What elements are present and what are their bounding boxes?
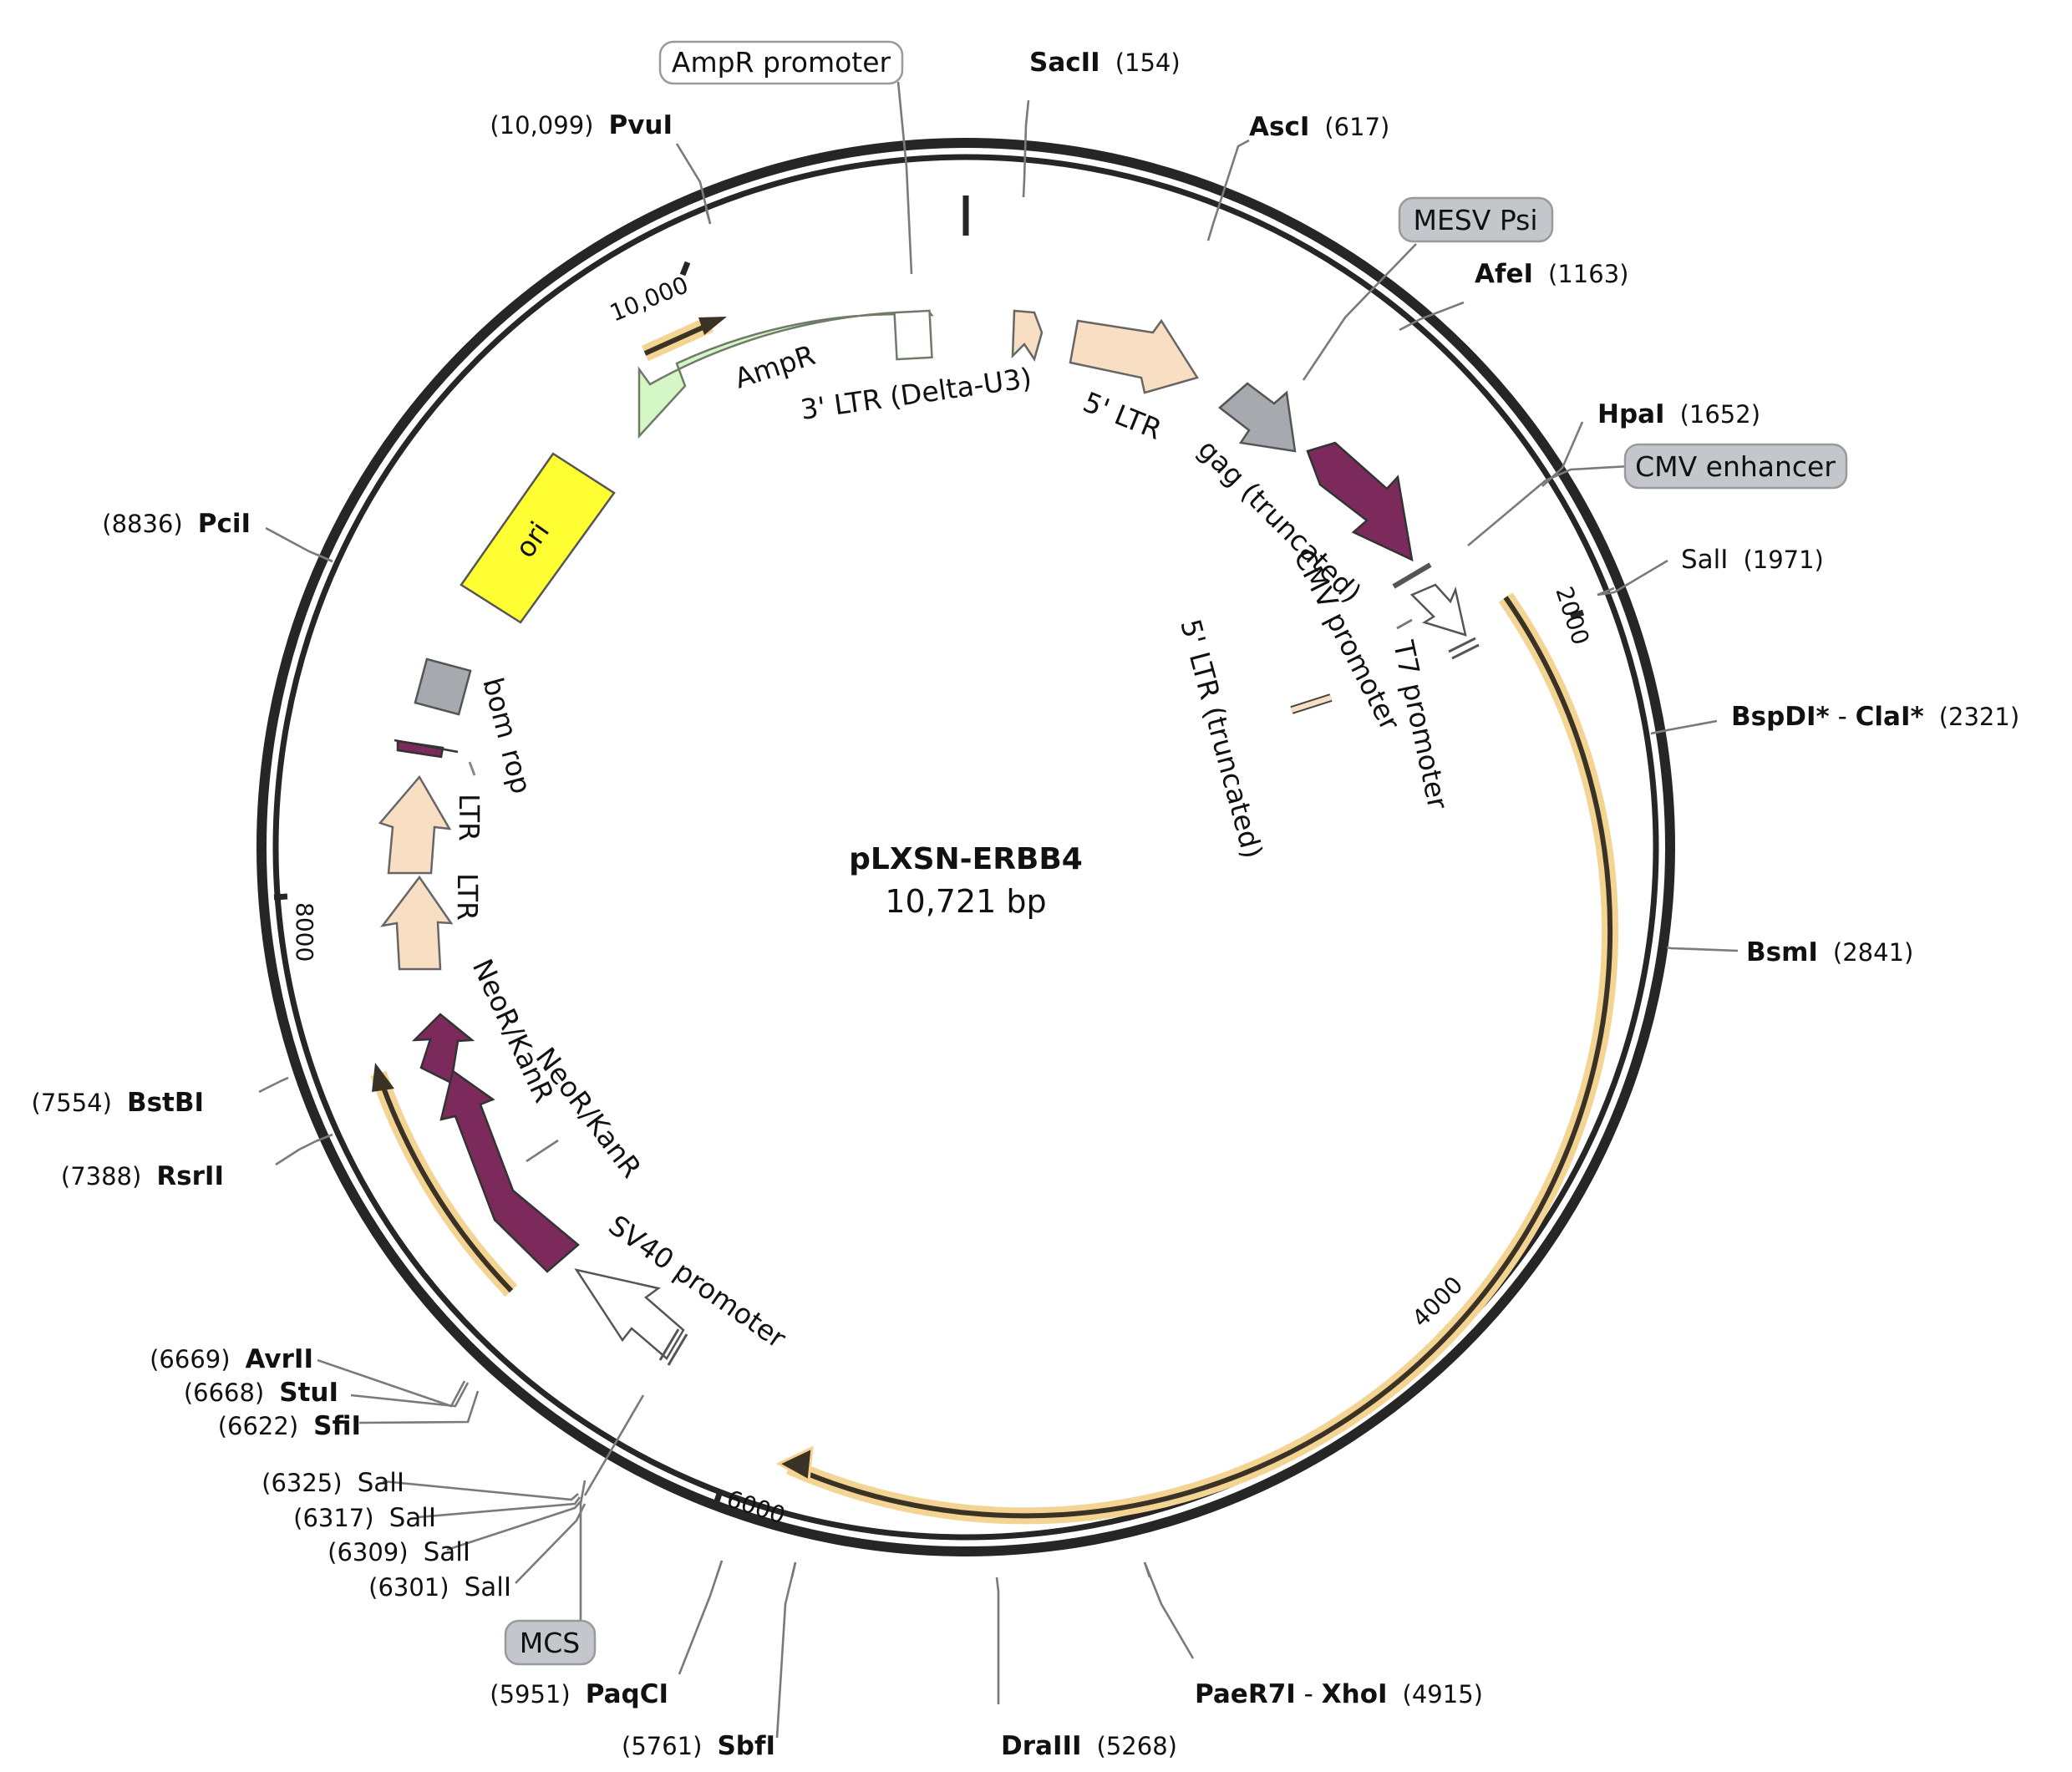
neor-a-label: NeoR/KanR: [466, 954, 561, 1108]
cmv-enhancer-mark: [1392, 562, 1432, 589]
bom-label: bom: [476, 674, 524, 742]
site-sali-6309: (6309)SalI: [328, 1537, 470, 1567]
site-afei: AfeI(1163): [1475, 259, 1628, 289]
sv40-mark: [658, 1328, 688, 1366]
site-pvui: (10,099)PvuI: [490, 110, 673, 140]
cmv-mark-b: [1396, 618, 1413, 630]
ltr-arrow-b: [380, 875, 454, 971]
mcs-box: MCS: [504, 1619, 597, 1666]
site-bstbi: (7554)BstBI: [32, 1088, 205, 1118]
neor-leader: [526, 1139, 559, 1163]
backbone-inner-ring: [272, 154, 1659, 1541]
ori-block: ori: [460, 452, 616, 624]
leader-lines: [258, 81, 1739, 1739]
site-bspdi-clai: BspDI* - ClaI*(2321): [1731, 702, 2019, 732]
rop-arrow: [394, 739, 476, 776]
orf-small-arrow-top: [641, 316, 727, 362]
ltr5-trunc-fill: [1291, 695, 1332, 713]
site-bsmi: BsmI(2841): [1746, 937, 1913, 967]
site-sfii: (6622)SfiI: [218, 1411, 361, 1441]
purple-arrow-top: [1306, 441, 1414, 562]
site-rsrii: (7388)RsrII: [61, 1161, 224, 1191]
tick-6000: [713, 1490, 724, 1505]
ampr-label: AmpR: [730, 338, 819, 395]
small-ltr-arrow: [1011, 309, 1044, 362]
ltr5-label: 5' LTR: [1079, 385, 1166, 446]
mcs-label: MCS: [520, 1627, 580, 1659]
ltr5-arrow: [1069, 318, 1199, 394]
site-markers: [315, 179, 1668, 1578]
site-paer7i-xhoi: PaeR7I - XhoI(4915): [1195, 1679, 1483, 1709]
plasmid-name: pLXSN-ERBB4: [849, 842, 1083, 876]
site-avrii: (6669)AvrII: [150, 1344, 313, 1374]
tick-8000: [273, 893, 288, 901]
site-sali-6317: (6317)SalI: [293, 1503, 436, 1533]
neor-b-label: NeoR/KanR: [530, 1041, 648, 1184]
sv40-promoter-arrow: [574, 1268, 685, 1360]
site-sacii: SacII(154): [1029, 48, 1181, 78]
site-pcii: (8836)PciI: [102, 509, 251, 539]
mesv-psi-box: MESV Psi: [1398, 196, 1554, 243]
tick-2000: [1569, 609, 1585, 620]
cmv-enhancer-label: CMV enhancer: [1635, 450, 1836, 483]
site-hpai: HpaI(1652): [1597, 399, 1760, 429]
ltr3-label: 3' LTR (Delta-U3): [799, 361, 1034, 425]
cmv-enhancer-box: CMV enhancer: [1623, 443, 1848, 490]
plasmid-length: 10,721 bp: [885, 883, 1046, 920]
tick-10000: [679, 261, 691, 277]
mesv-psi-label: MESV Psi: [1413, 204, 1537, 236]
ltr5-trunc-label: 5' LTR (truncated): [1174, 616, 1269, 862]
erbb4-orf-arrow: [775, 592, 1619, 1525]
site-sbfi: (5761)SbfI: [622, 1731, 775, 1761]
site-sali-6325: (6325)SalI: [262, 1468, 404, 1498]
ltr-arrow-a: [378, 774, 452, 875]
backbone-outer-ring: [256, 138, 1675, 1556]
tick-label-2000: 2000: [1550, 583, 1594, 648]
bom-block: [414, 658, 472, 716]
site-sali-6301: (6301)SalI: [368, 1572, 511, 1602]
neor-arrow-large: [439, 1069, 580, 1273]
ltr-b-label: LTR: [451, 873, 484, 921]
t7-promoter-mark: [1448, 637, 1480, 660]
tick-label-8000: 8000: [291, 902, 318, 962]
neor-arrow-small: [411, 1013, 475, 1084]
site-draiii: DraIII(5268): [1001, 1731, 1177, 1761]
ltr-a-label: LTR: [453, 794, 485, 841]
site-asci: AscI(617): [1249, 112, 1389, 142]
gag-arrow: [1218, 382, 1297, 453]
ampr-promoter-label: AmpR promoter: [672, 46, 891, 79]
site-sali-1971: SalI(1971): [1681, 545, 1824, 575]
rop-label: rop: [495, 745, 538, 797]
site-paqci: (5951)PaqCI: [490, 1679, 668, 1709]
site-stui: (6668)StuI: [184, 1378, 338, 1408]
cmv-promoter-arrow: [1409, 583, 1467, 637]
orf-arrow-left: [370, 1063, 518, 1297]
tick-label-10000: 10,000: [606, 271, 692, 327]
ampr-promoter-box: AmpR promoter: [658, 40, 904, 85]
